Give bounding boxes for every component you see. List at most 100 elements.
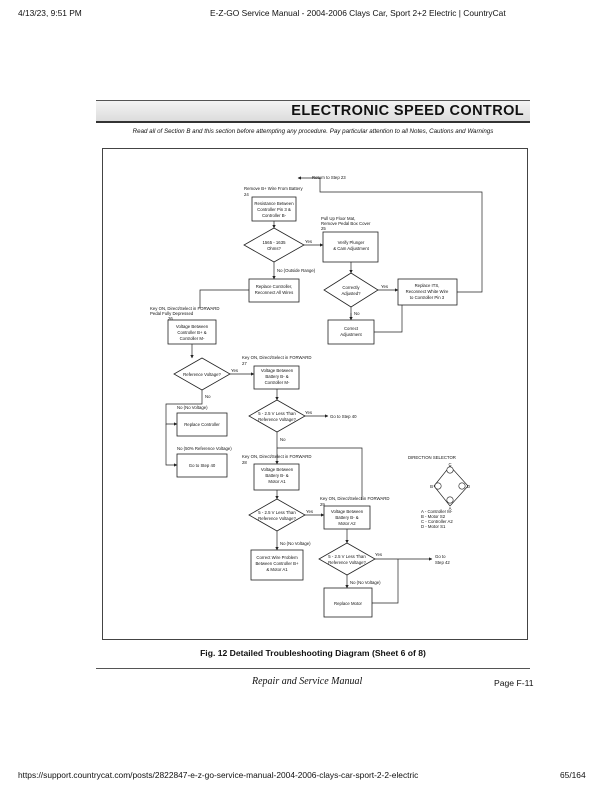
section-note: Read all of Section B and this section b… [132, 128, 494, 135]
reference-voltage-text: Reference Voltage? [183, 372, 221, 377]
replace-controller-line2: Reconnect All Wires [255, 290, 293, 295]
legend-c: C - Controller A2 [421, 519, 453, 524]
step26-voltage-box [167, 319, 217, 345]
print-datetime: 4/13/23, 9:51 PM [18, 8, 82, 18]
step24-title: Remove B+ Wire From Battery [244, 186, 303, 191]
voltage26-line1: Voltage Between [176, 324, 209, 329]
print-page-count: 65/164 [560, 770, 586, 780]
manual-footer-title: Repair and Service Manual [252, 676, 363, 687]
less28-no-label: No (No Voltage) [280, 541, 311, 546]
step29-less-diamond [318, 542, 376, 576]
correctly-adjusted-diamond [323, 272, 379, 308]
correctly-no-label: No [354, 311, 360, 316]
replace-motor-text: Replace Motor [334, 601, 363, 606]
replace-its-line1: Replace ITS, [415, 283, 440, 288]
less29-no-label: No (No Voltage) [350, 580, 381, 585]
print-page-title: E-Z-GO Service Manual - 2004-2006 Clays … [210, 8, 506, 18]
step24-box-line1: Resistance Between [254, 201, 294, 206]
ref-no-voltage-label: No (No Voltage) [177, 405, 208, 410]
ohms-yes-label: Yes [305, 239, 312, 244]
correct-line2: Adjustment [340, 332, 362, 337]
verify-line2: & Cam Adjustment [333, 246, 369, 251]
voltage26-line3: Controller M- [180, 336, 205, 341]
less28-yes-label: Yes [306, 509, 313, 514]
ref-no-label: No [205, 394, 211, 399]
correct-wire-line2: Between Controller B+ [255, 561, 299, 566]
step28-title: Key ON, Direct/Select in FORWARD [242, 454, 311, 459]
go-step40-text: Go to Step 40 [189, 463, 216, 468]
step29-title: Key ON, Direct/Select in FORWARD [320, 496, 389, 501]
terminal-b-label: B [430, 484, 433, 489]
less29-line1: 5 - 2.5 V Less Than [328, 554, 366, 559]
replace-its-line2: Reconnect White Wire [406, 289, 449, 294]
go-step42-line2: Step 42 [435, 560, 450, 565]
ohms-no-label: No (Outside Range) [277, 268, 316, 273]
correctly-yes-label: Yes [381, 284, 388, 289]
replace-its-line3: to Controller Pin 3 [410, 295, 445, 300]
voltage29-line1: Voltage Between [331, 509, 364, 514]
less27-line1: 5 - 2.5 V Less Than [258, 411, 296, 416]
voltage29-line3: Motor A2 [338, 521, 356, 526]
terminal-a-label: A [449, 506, 452, 511]
ref-no-50-label: No (50% Reference Voltage) [177, 446, 232, 451]
ohms-line1: 1565 - 1635 [263, 240, 287, 245]
correctly-line1: Correctly [342, 285, 360, 290]
step26-title-line1: Key ON, Direct/Select in FORWARD [150, 306, 219, 311]
terminal-c-circle [446, 466, 454, 474]
step27-title: Key ON, Direct/Select in FORWARD [242, 355, 311, 360]
voltage28-line2: Battery B- & [265, 473, 288, 478]
step27-number: 27 [242, 361, 247, 366]
direction-selector-title: DIRECTION SELECTOR [408, 455, 456, 460]
figure-caption: Fig. 12 Detailed Troubleshooting Diagram… [200, 648, 426, 658]
verify-line1: Verify Plunger [338, 240, 365, 245]
footer-rule [96, 668, 530, 669]
step25-title-line1: Pull Up Floor Mat, [321, 216, 355, 221]
correctly-line2: Adjusted? [341, 291, 361, 296]
legend-d: D - Motor S1 [421, 524, 446, 529]
correct-adjustment-box [327, 319, 375, 345]
less27-line2: Reference Voltage? [258, 417, 296, 422]
direction-selector-diagram [433, 465, 469, 507]
less27-yes-label: Yes [305, 410, 312, 415]
less27-no-label: No [280, 437, 286, 442]
less28-line2: Reference Voltage? [258, 516, 296, 521]
step24-box-line3: Controller B- [262, 213, 287, 218]
voltage27-line2: Battery B- & [265, 374, 288, 379]
correct-wire-box [250, 549, 304, 581]
voltage28-line1: Voltage Between [261, 467, 294, 472]
terminal-b-circle [434, 482, 442, 490]
step25-title-line2: Remove Pedal Box Cover [321, 221, 371, 226]
legend-a: A - Controller M- [421, 509, 453, 514]
voltage27-line1: Voltage Between [261, 368, 294, 373]
replace-controller-line1: Replace Controller, [256, 284, 293, 289]
section-title: ELECTRONIC SPEED CONTROL [291, 103, 524, 119]
step27-less-diamond [248, 399, 306, 433]
step24-box-line2: Controller Pin 3 & [257, 207, 291, 212]
voltage27-line3: Controller M- [265, 380, 290, 385]
correct-line1: Correct [344, 326, 359, 331]
step29-number: 29 [320, 502, 325, 507]
voltage29-line2: Battery B- & [335, 515, 358, 520]
go-step42-line1: Go to [435, 554, 446, 559]
troubleshooting-flowchart: Return to Step 23 Remove B+ Wire From Ba… [150, 175, 483, 618]
page-number: Page F-11 [494, 678, 534, 688]
ref-yes-label: Yes [231, 368, 238, 373]
step26-title-line2: Pedal Fully Depressed [150, 311, 194, 316]
step28-number: 28 [242, 460, 247, 465]
replace-controller2-text: Replace Controller [184, 422, 220, 427]
section-banner: ELECTRONIC SPEED CONTROL [96, 100, 530, 125]
terminal-a-circle [446, 496, 454, 504]
voltage28-line3: Motor A1 [268, 479, 286, 484]
voltage26-line2: Controller B+ & [177, 330, 206, 335]
ohms-line2: Ohms? [267, 246, 281, 251]
step24-number: 24 [244, 192, 249, 197]
diagram-frame [102, 148, 528, 640]
terminal-c-label: C [448, 462, 451, 467]
step25-number: 25 [321, 226, 326, 231]
return-step23-label: Return to Step 23 [312, 175, 346, 180]
correct-wire-line3: & Motor A1 [266, 567, 288, 572]
less29-line2: Reference Voltage? [328, 560, 366, 565]
legend-b: B - Motor S2 [421, 514, 446, 519]
less28-line1: 5 - 2.5 V Less Than [258, 510, 296, 515]
ohms-diamond [243, 227, 305, 263]
